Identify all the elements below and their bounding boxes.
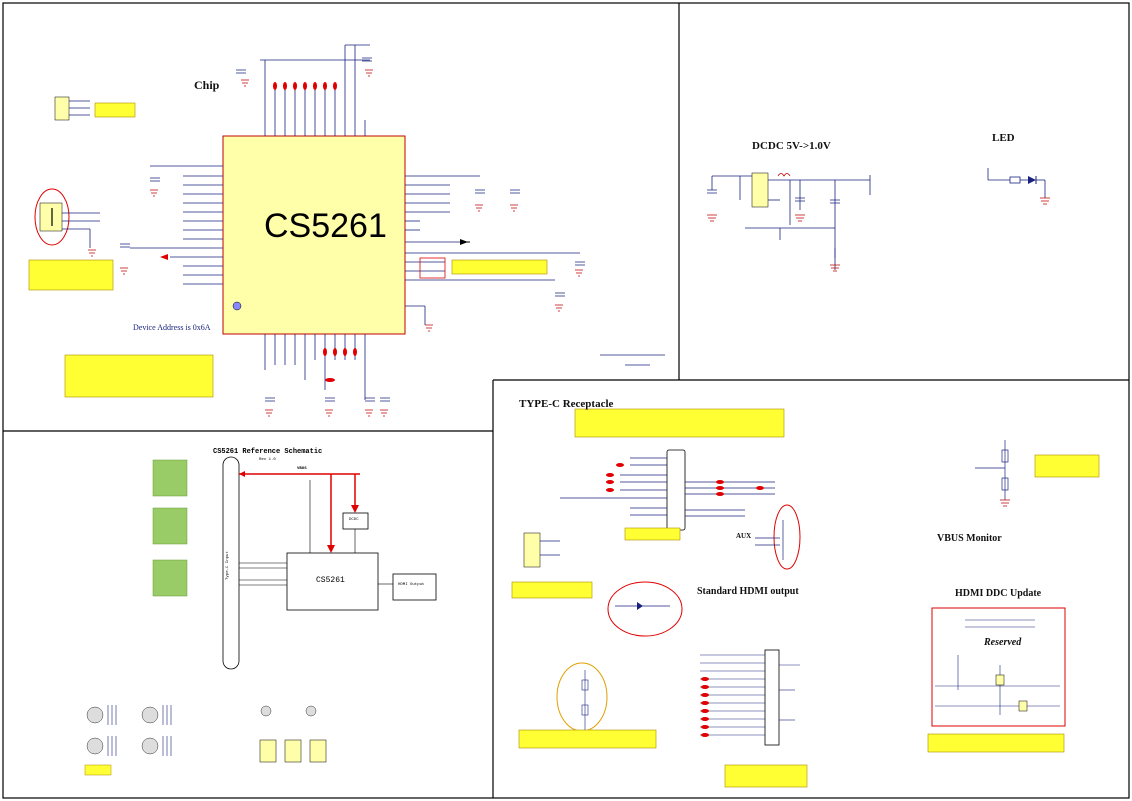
reserved-box: [931, 607, 1066, 727]
hdmi-ddc-title: HDMI DDC Update: [955, 588, 1042, 599]
led-diode-icon: [1028, 176, 1036, 184]
aux-highlight-circle: [773, 504, 801, 570]
ref-dcdc-label: DCDC: [349, 518, 359, 522]
reserved-label: Reserved: [984, 637, 1022, 648]
dcdc-section-title: DCDC 5V->1.0V: [752, 140, 831, 152]
reference-rev: Rev 1.0: [259, 458, 276, 462]
chip-part-label: CS5261: [264, 207, 387, 245]
chip-pin1-marker: [232, 301, 242, 311]
ref-hdmi-output-label: HDMI Output: [398, 583, 425, 587]
address-switch[interactable]: [39, 202, 63, 232]
chip-section-title: Chip: [194, 78, 220, 92]
dcdc-section: [707, 172, 871, 272]
reference-section: [84, 456, 437, 776]
note-boxes: [28, 102, 1100, 788]
vbus-monitor-title: VBUS Monitor: [937, 533, 1002, 544]
ground-symbols-chip: [88, 69, 583, 417]
led-section: [987, 168, 1050, 205]
hdmi-connector[interactable]: [764, 649, 780, 746]
reference-schematic-title: CS5261 Reference Schematic: [213, 448, 323, 456]
device-address-note: Device Address is 0x6A: [133, 323, 211, 332]
hdmi-output-section: [556, 649, 800, 746]
ref-cs5261-block: [286, 552, 379, 611]
hdmi-ddc-section: [931, 607, 1066, 727]
dcdc-regulator-ic[interactable]: [751, 172, 769, 208]
ref-hdmi-output-block: [392, 573, 437, 601]
chip-section: [34, 44, 665, 417]
highlight-circle-switch: [34, 188, 70, 246]
debug-header: [54, 96, 70, 121]
vbus-monitor-section: [975, 440, 1010, 507]
typec-switch[interactable]: [523, 532, 541, 568]
aux-label: AUX: [736, 532, 752, 540]
ref-typec-input-label: Type-C Input: [226, 551, 230, 580]
ref-dcdc-block: [342, 512, 369, 530]
vconn-highlight-circle: [607, 581, 683, 637]
hdmi-output-title: Standard HDMI output: [697, 586, 799, 597]
ferrite-beads-bottom: [323, 348, 357, 382]
typec-receptacle[interactable]: [666, 449, 686, 531]
typec-section-title: TYPE-C Receptacle: [519, 398, 614, 410]
cs5261-chip-body[interactable]: [222, 135, 406, 335]
ref-chip-label: CS5261: [316, 576, 345, 585]
ref-photo-1: [152, 459, 188, 497]
typec-section: [523, 449, 801, 637]
hpd-highlight-circle: [556, 662, 608, 732]
ref-vbus-label: VBUS: [297, 467, 307, 471]
led-section-title: LED: [992, 132, 1015, 144]
ferrite-beads-top: [273, 82, 337, 90]
ref-photo-2: [152, 507, 188, 545]
ref-photo-3: [152, 559, 188, 597]
inductor: [777, 173, 791, 177]
